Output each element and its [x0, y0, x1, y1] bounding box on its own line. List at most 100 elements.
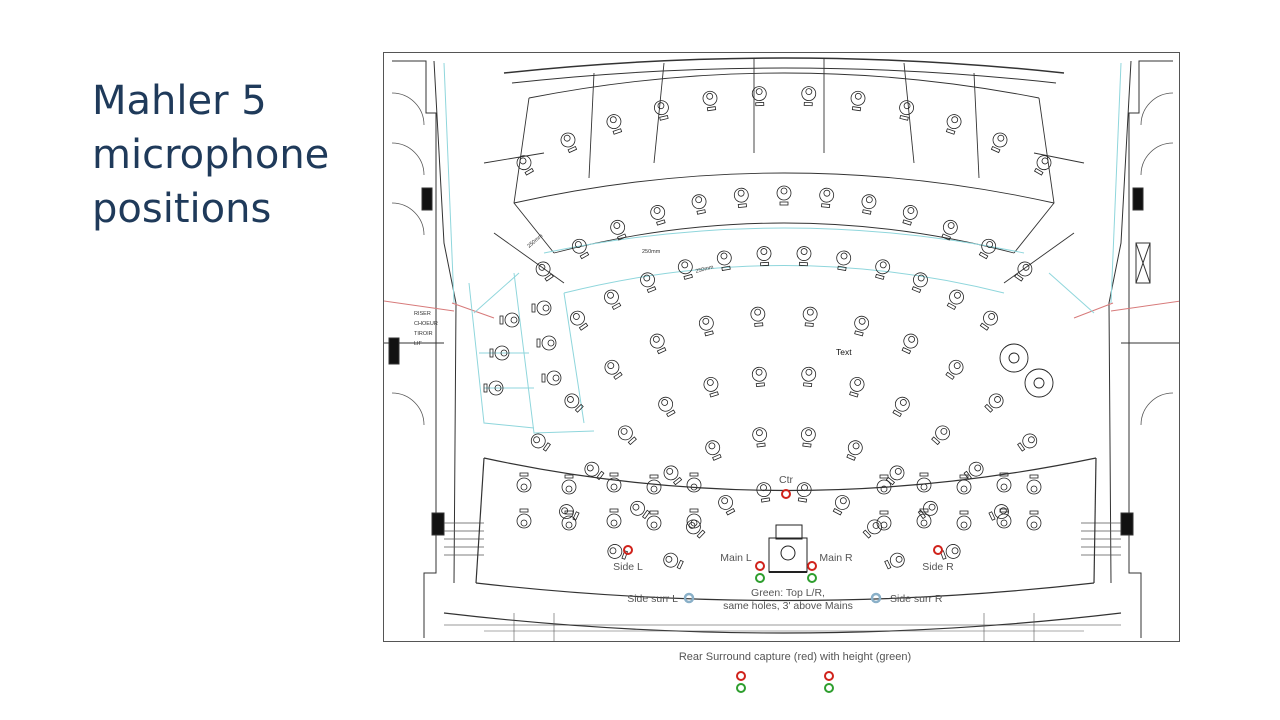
chair-icon — [931, 425, 951, 446]
rear-surround-caption: Rear Surround capture (red) with height … — [678, 651, 912, 663]
chair-icon — [996, 472, 1012, 493]
chair-icon — [802, 306, 818, 327]
chair-icon — [541, 370, 562, 386]
chair-icon — [801, 86, 817, 107]
chair-icon — [698, 315, 714, 337]
chair-icon — [686, 519, 706, 539]
chair-icon — [956, 474, 972, 495]
chair-icon — [990, 132, 1008, 154]
chair-icon — [531, 300, 552, 316]
mic-main-l-label: Main L — [720, 552, 752, 564]
chair-icon — [996, 508, 1012, 529]
chair-icon — [836, 250, 852, 271]
cyan-risers — [468, 227, 1095, 434]
chair-icon — [606, 472, 622, 493]
mic-side-surr-l-label: Side surr L — [627, 593, 678, 605]
green-note-line1: Green: Top L/R, — [751, 587, 825, 599]
chair-icon — [861, 194, 877, 215]
chair-icon — [703, 376, 719, 398]
chair-icon — [941, 219, 958, 241]
mic-ctr — [781, 489, 791, 499]
chair-icon — [686, 508, 702, 529]
conductor-podium — [768, 524, 808, 573]
chair-icon — [751, 86, 767, 107]
chair-icon — [686, 472, 702, 493]
chair-icon — [606, 508, 622, 529]
chair-icon — [876, 510, 892, 531]
stage-floor-plan: RISER CHOEUR TIROIR LIF 250mm 250mm 250m… — [383, 52, 1180, 642]
rear-chairs — [516, 86, 1052, 331]
chair-icon — [776, 185, 792, 206]
mic-side-surr-r-label: Side surr R — [890, 593, 943, 605]
chair-icon — [946, 289, 964, 311]
chair-icon — [832, 495, 850, 516]
chair-icon — [1014, 261, 1033, 282]
rear-surround-mics — [730, 670, 850, 696]
chair-icon — [1017, 433, 1038, 452]
mic-main-r — [807, 561, 817, 571]
chair-icon — [705, 440, 722, 461]
chair-icon — [584, 461, 605, 481]
dim-label-3: 250mm — [695, 264, 715, 275]
chair-icon — [978, 238, 997, 260]
chair-icon — [646, 474, 662, 495]
chair-icon — [884, 552, 905, 570]
title-line-1: Mahler 5 — [92, 78, 267, 124]
chair-icon — [658, 396, 676, 418]
chair-icon — [801, 366, 817, 388]
chair-icon — [796, 482, 812, 503]
chair-icon — [756, 482, 772, 503]
chair-icon — [559, 504, 580, 521]
side-doors — [391, 92, 1174, 556]
chair-icon — [646, 510, 662, 531]
chair-icon — [677, 259, 693, 280]
chair-icon — [854, 315, 870, 337]
chair-icon — [561, 474, 577, 495]
mic-main-r-label: Main R — [819, 552, 853, 564]
chair-icon — [819, 187, 835, 208]
chair-icon — [988, 504, 1009, 521]
chair-icon — [536, 335, 557, 351]
chair-icon — [663, 465, 683, 486]
chair-icon — [571, 238, 590, 260]
chair-icon — [691, 194, 707, 215]
chair-icon — [733, 187, 749, 208]
chair-icon — [945, 114, 962, 135]
chair-icon — [649, 333, 667, 355]
chair-icon — [892, 396, 910, 418]
chair-icon — [939, 544, 961, 560]
microphones: Ctr Side L Side R Main L Main R Green: T… — [613, 474, 954, 612]
lif-label: LIF — [414, 341, 423, 347]
orchestra-chairs — [483, 300, 1042, 570]
mic-ctr-label: Ctr — [779, 474, 794, 486]
stage-plan-svg: RISER CHOEUR TIROIR LIF 250mm 250mm 250m… — [384, 57, 1179, 641]
dim-label-1: 250mm — [526, 233, 544, 250]
chair-icon — [796, 246, 812, 267]
chair-icon — [752, 427, 768, 448]
chair-icon — [846, 440, 863, 461]
mic-main-l — [755, 561, 765, 571]
chair-icon — [564, 393, 584, 413]
chair-icon — [561, 510, 577, 531]
chair-icon — [916, 472, 932, 493]
chair-icon — [956, 510, 972, 531]
mic-side-l — [623, 545, 633, 555]
building-walls — [384, 57, 1179, 638]
green-note-line2: same holes, 3' above Mains — [723, 600, 853, 612]
title-line-2: microphone — [92, 132, 330, 178]
chair-icon — [516, 508, 532, 529]
riser-grid — [483, 58, 1085, 284]
chair-icon — [570, 310, 589, 331]
text-marker: Text — [836, 347, 852, 357]
chair-icon — [875, 259, 891, 280]
mic-top-r — [807, 573, 817, 583]
chair-icon — [902, 205, 918, 226]
chair-icon — [499, 312, 520, 328]
chair-icon — [963, 461, 984, 481]
chair-icon — [901, 333, 919, 355]
chair-icon — [535, 261, 554, 282]
chair-icon — [945, 359, 964, 380]
chair-icon — [899, 100, 914, 121]
chair-icon — [751, 366, 767, 388]
chair-icon — [630, 500, 651, 520]
